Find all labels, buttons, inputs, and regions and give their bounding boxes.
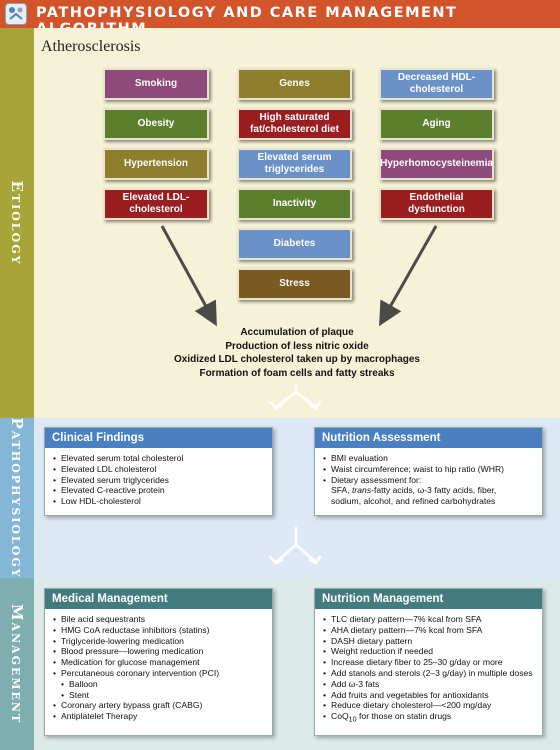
list-item: Blood pressure—lowering medication [53, 646, 264, 657]
list-item: Elevated serum triglycerides [53, 475, 264, 486]
header-bar: PATHOPHYSIOLOGY AND CARE MANAGEMENT ALGO… [0, 0, 560, 37]
outcome-list: Accumulation of plaque Production of les… [34, 326, 560, 380]
side-tab-management-label: Management [8, 603, 26, 725]
text-segment-italic: trans [352, 485, 372, 496]
text-segment: SFA, [331, 485, 353, 496]
medical-management-list: Bile acid sequestrants HMG CoA reductase… [45, 609, 272, 722]
list-item: BMI evaluation [323, 453, 534, 464]
list-sub-item: Balloon [53, 679, 264, 690]
algorithm-icon [5, 3, 27, 25]
nutrition-assessment-title: Nutrition Assessment [315, 428, 542, 448]
medical-management-title: Medical Management [45, 589, 272, 609]
factor-obesity: Obesity [103, 108, 209, 140]
factor-high-saturated-fat-diet: High saturated fat/cholesterol diet [237, 108, 352, 140]
list-item: Elevated serum total cholesterol [53, 453, 264, 464]
nutrition-assessment-list: BMI evaluation Waist circumference; wais… [315, 448, 542, 507]
factor-hypertension: Hypertension [103, 148, 209, 180]
factor-genes: Genes [237, 68, 352, 100]
factor-endothelial-dysfunction: Endothelial dysfunction [379, 188, 494, 220]
side-tab-pathophysiology: Pathophysiology [0, 417, 34, 579]
factor-hyperhomocysteinemia: Hyperhomocysteinemia [379, 148, 494, 180]
clinical-findings-list: Elevated serum total cholesterol Elevate… [45, 448, 272, 507]
factor-elevated-ldl: Elevated LDL-cholesterol [103, 188, 209, 220]
medical-management-card: Medical Management Bile acid sequestrant… [44, 588, 273, 736]
clinical-findings-card: Clinical Findings Elevated serum total c… [44, 427, 273, 516]
factor-diabetes: Diabetes [237, 228, 352, 260]
factor-smoking: Smoking [103, 68, 209, 100]
nutrition-management-list: TLC dietary pattern—7% kcal from SFA AHA… [315, 609, 542, 726]
list-item: Add ω-3 fats [323, 679, 534, 690]
outcome-item: Production of less nitric oxide [225, 340, 369, 352]
list-item: Elevated C-reactive protein [53, 485, 264, 496]
list-item: Add fruits and vegetables for antioxidan… [323, 690, 534, 701]
diagram-title: Atherosclerosis [41, 38, 141, 55]
text-segment: -fatty acids, ω-3 fatty acids, fiber, [371, 485, 497, 496]
outcome-item: Accumulation of plaque [240, 327, 354, 338]
list-item: Percutaneous coronary intervention (PCI) [53, 668, 264, 679]
side-tab-pathophysiology-label: Pathophysiology [8, 417, 26, 579]
list-item: Waist circumference; waist to hip ratio … [323, 464, 534, 475]
list-item: Low HDL-cholesterol [53, 496, 264, 507]
side-tab-management: Management [0, 578, 34, 750]
side-tab-etiology: Etiology [0, 28, 34, 418]
list-item-coq10: CoQ10 for those on statin drugs [323, 711, 534, 726]
factor-aging: Aging [379, 108, 494, 140]
side-tab-etiology-label: Etiology [8, 180, 26, 266]
list-sub-item: Stent [53, 690, 264, 701]
factor-inactivity: Inactivity [237, 188, 352, 220]
nutrition-management-card: Nutrition Management TLC dietary pattern… [314, 588, 543, 736]
factor-stress: Stress [237, 268, 352, 300]
list-item: Increase dietary fiber to 25–30 g/day or… [323, 657, 534, 668]
list-item: DASH dietary pattern [323, 636, 534, 647]
list-item-continuation: sodium, alcohol, and refined carbohydrat… [331, 496, 496, 507]
list-item: Antiplatelet Therapy [53, 711, 264, 722]
factor-elevated-triglycerides: Elevated serum triglycerides [237, 148, 352, 180]
nutrition-management-title: Nutrition Management [315, 589, 542, 609]
outcome-item: Formation of foam cells and fatty streak… [199, 367, 395, 379]
list-item: Reduce dietary cholesterol—<200 mg/day [323, 700, 534, 711]
clinical-findings-title: Clinical Findings [45, 428, 272, 448]
list-item: HMG CoA reductase inhibitors (statins) [53, 625, 264, 636]
text-segment: for those on statin drugs [356, 711, 452, 722]
list-item: Weight reduction if needed [323, 646, 534, 657]
text-subscript: 10 [348, 715, 357, 724]
nutrition-assessment-card: Nutrition Assessment BMI evaluation Wais… [314, 427, 543, 516]
factor-decreased-hdl: Decreased HDL-cholesterol [379, 68, 494, 100]
list-item: Bile acid sequestrants [53, 614, 264, 625]
list-item: TLC dietary pattern—7% kcal from SFA [323, 614, 534, 625]
outcome-item: Oxidized LDL cholesterol taken up by mac… [174, 354, 420, 365]
list-item: Add stanols and sterols (2–3 g/day) in m… [323, 668, 534, 679]
list-item: Medication for glucose management [53, 657, 264, 668]
list-item: Elevated LDL cholesterol [53, 464, 264, 475]
list-item: Coronary artery bypass graft (CABG) [53, 700, 264, 711]
list-item: AHA dietary pattern—7% kcal from SFA [323, 625, 534, 636]
text-segment: CoQ [331, 711, 349, 722]
list-item-continuation: SFA, trans-fatty acids, ω-3 fatty acids,… [323, 485, 534, 496]
list-item: Triglyceride-lowering medication [53, 636, 264, 647]
list-item: Dietary assessment for: [323, 475, 534, 486]
